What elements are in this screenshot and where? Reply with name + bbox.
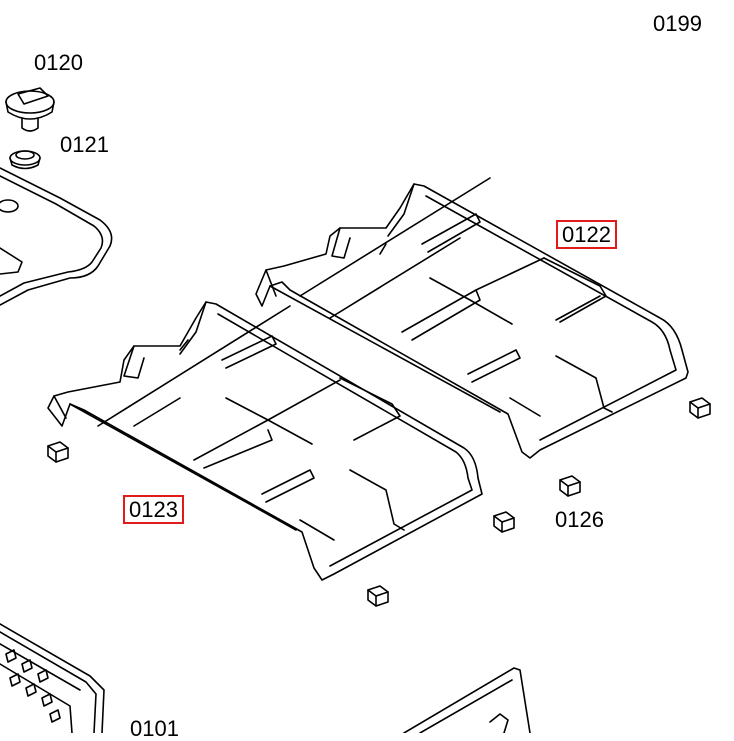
hob-surface-drawing: [0, 168, 112, 305]
pan-support-0123-drawing: [48, 302, 482, 580]
part-label-0101: 0101: [130, 716, 179, 741]
rubber-feet-drawing: [48, 398, 710, 606]
part-label-0122[interactable]: 0122: [556, 220, 617, 249]
part-label-0120: 0120: [34, 50, 83, 75]
page-code-label: 0199: [653, 11, 702, 36]
pan-support-0122-drawing: [256, 178, 688, 458]
part-label-0123[interactable]: 0123: [123, 495, 184, 524]
knob-seal-drawing: [10, 151, 40, 169]
part-label-0121: 0121: [60, 132, 109, 157]
part-label-0126: 0126: [555, 507, 604, 532]
control-knob-drawing: [6, 88, 54, 131]
side-panel-drawing: [404, 668, 530, 733]
hob-frame-drawing: [0, 624, 104, 733]
